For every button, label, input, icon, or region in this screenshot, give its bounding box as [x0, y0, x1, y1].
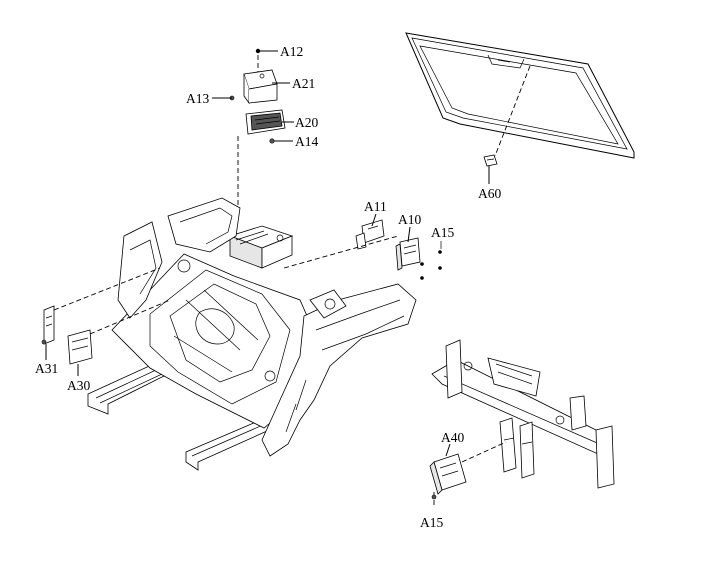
- pointer-a40: [445, 443, 451, 457]
- label-a15-bottom: A15: [420, 515, 443, 530]
- leader-a31: [53, 267, 161, 311]
- label-a60: A60: [478, 186, 501, 201]
- nuts-a15: [420, 250, 442, 280]
- module-a30: [67, 329, 93, 365]
- label-a10: A10: [398, 212, 421, 227]
- label-a12: A12: [280, 44, 303, 59]
- windshield: [405, 32, 635, 159]
- screw-a14: [269, 138, 275, 144]
- pointer-a10: [407, 226, 411, 243]
- sensor-bracket-a60: [483, 154, 498, 167]
- cross-car-beam: [431, 339, 615, 489]
- module-a10: [395, 237, 421, 271]
- leader-a30: [89, 299, 171, 335]
- battery: [228, 225, 294, 269]
- label-a21: A21: [292, 76, 315, 91]
- label-a31: A31: [35, 361, 58, 376]
- label-a14: A14: [295, 134, 318, 149]
- screw-a15-bottom: [431, 494, 437, 500]
- windshield-leader: [494, 65, 531, 157]
- leader-a10: [283, 235, 399, 269]
- front-body-structure: [87, 197, 417, 471]
- leader-a40: [461, 441, 507, 463]
- label-a13: A13: [186, 91, 209, 106]
- label-a15-top: A15: [431, 225, 454, 240]
- bracket-a11: [355, 219, 385, 250]
- label-a30: A30: [67, 378, 90, 393]
- module-a40: [429, 453, 467, 495]
- label-a40: A40: [441, 430, 464, 445]
- bracket-a21: [243, 69, 278, 105]
- bracket-a31: [41, 305, 55, 345]
- label-a20: A20: [295, 115, 318, 130]
- pointer-a11: [371, 213, 377, 227]
- label-a11: A11: [364, 199, 387, 214]
- module-a20: [245, 109, 286, 135]
